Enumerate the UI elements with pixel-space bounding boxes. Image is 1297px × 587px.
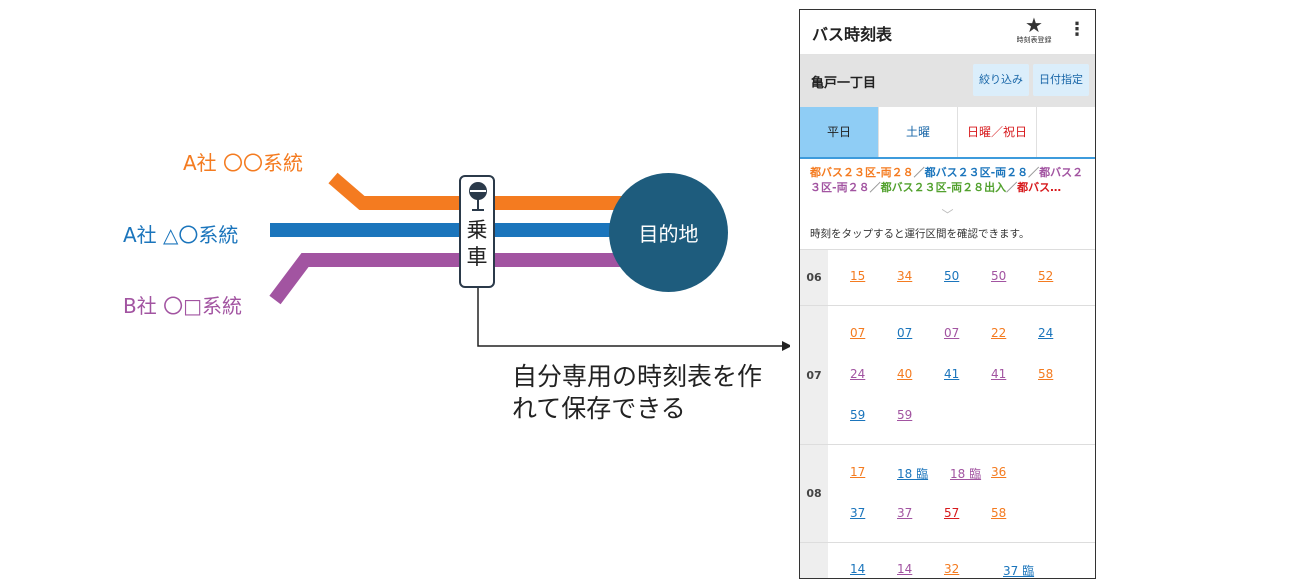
favorite-label: 時刻表登録 (1016, 36, 1052, 44)
arrow-head-icon (782, 341, 790, 351)
route-name: 都バス２３区-両２８出入 (880, 181, 1007, 194)
minutes-cell: 17 18 臨 18 臨 36 37 37 57 58 (828, 445, 1095, 542)
stop-bar: 亀戸一丁目 絞り込み 日付指定 (800, 55, 1095, 107)
departure-time[interactable]: 24 (1038, 326, 1054, 340)
filter-button[interactable]: 絞り込み (973, 64, 1029, 96)
route-name: ／ (869, 181, 881, 194)
destination-label: 目的地 (638, 222, 699, 246)
departure-time[interactable]: 37 臨 (1003, 564, 1035, 578)
departure-time[interactable]: 22 (991, 326, 1007, 340)
departure-time[interactable]: 32 (944, 562, 960, 576)
departure-time[interactable]: 34 (897, 269, 913, 283)
app-bar: バス時刻表 ★ 時刻表登録 ⋮ (800, 10, 1095, 55)
route-list[interactable]: 都バス２３区-両２８／都バス２３区-両２８／都バス２３区-両２８／都バス２３区-… (800, 159, 1095, 207)
route-name: 都バス２３区-両２８ (924, 166, 1029, 179)
chevron-down-icon[interactable]: ﹀ (941, 208, 954, 222)
timetable-row: 08 17 18 臨 18 臨 36 37 37 57 58 (800, 445, 1095, 543)
departure-time[interactable]: 14 (897, 562, 913, 576)
hour-label: 06 (800, 250, 828, 305)
minutes-cell: 15 34 50 50 52 (828, 250, 1095, 305)
route-name: ／ (1028, 166, 1040, 179)
timetable-row: 06 15 34 50 50 52 (800, 250, 1095, 306)
departure-time[interactable]: 50 (991, 269, 1007, 283)
route-name: 都バス２３区-両２８ (810, 166, 1084, 194)
departure-time[interactable]: 37 (897, 506, 913, 520)
favorite-button[interactable]: ★ 時刻表登録 (1014, 14, 1054, 45)
minutes-cell: 14 14 32 37 臨 (828, 543, 1095, 578)
departure-time[interactable]: 15 (850, 269, 866, 283)
departure-time[interactable]: 41 (991, 367, 1007, 381)
connector-line (477, 288, 784, 347)
hour-label: 07 (800, 306, 828, 444)
departure-time[interactable]: 17 (850, 465, 866, 479)
departure-time[interactable]: 07 (944, 326, 960, 340)
bus-stop-sign: 乗車 (459, 175, 495, 288)
route-name: ／ (913, 166, 925, 179)
timetable-row: 14 14 32 37 臨 (800, 543, 1095, 578)
app-title: バス時刻表 (812, 25, 893, 44)
timetable-row: 07 07 07 07 22 24 24 40 41 41 58 59 59 (800, 306, 1095, 445)
departure-time[interactable]: 37 (850, 506, 866, 520)
departure-time[interactable]: 59 (850, 408, 866, 422)
minutes-cell: 07 07 07 22 24 24 40 41 41 58 59 59 (828, 306, 1095, 444)
departure-time[interactable]: 40 (897, 367, 913, 381)
tab-holiday[interactable]: 日曜／祝日 (958, 107, 1037, 157)
feature-note: 自分専用の時刻表を作れて保存できる (512, 362, 763, 423)
date-button[interactable]: 日付指定 (1033, 64, 1089, 96)
route-lines (269, 172, 790, 351)
phone-screen: バス時刻表 ★ 時刻表登録 ⋮ 亀戸一丁目 絞り込み 日付指定 平日 土曜 日曜… (799, 9, 1096, 579)
day-tabs: 平日 土曜 日曜／祝日 (800, 107, 1095, 159)
bus-stop-icon (469, 182, 487, 211)
line-label-b-os: B社 〇□系統 (123, 294, 242, 318)
timetable: 06 15 34 50 50 52 07 07 07 07 22 24 24 40 41 41 58 59 59 08… (800, 250, 1095, 578)
destination-circle: 目的地 (609, 173, 728, 292)
hint-text: 時刻をタップすると運行区間を確認できます。 (800, 223, 1095, 250)
departure-time[interactable]: 52 (1038, 269, 1054, 283)
tab-saturday[interactable]: 土曜 (879, 107, 958, 157)
departure-time[interactable]: 36 (991, 465, 1007, 479)
departure-time[interactable]: 58 (991, 506, 1007, 520)
hour-label (800, 543, 828, 578)
departure-time[interactable]: 41 (944, 367, 960, 381)
hour-label: 08 (800, 445, 828, 542)
tab-weekday[interactable]: 平日 (800, 107, 879, 157)
departure-time[interactable]: 24 (850, 367, 866, 381)
stop-label: 乗車 (466, 218, 488, 269)
route-line-a-oo (328, 172, 630, 210)
departure-time[interactable]: 07 (850, 326, 866, 340)
departure-time[interactable]: 18 臨 (897, 467, 929, 481)
star-icon: ★ (1025, 13, 1043, 37)
line-label-a-to: A社 △〇系統 (123, 223, 239, 247)
departure-time[interactable]: 14 (850, 562, 866, 576)
departure-time[interactable]: 57 (944, 506, 960, 520)
departure-time[interactable]: 58 (1038, 367, 1054, 381)
route-name: 都バス… (1017, 181, 1062, 194)
departure-time[interactable]: 07 (897, 326, 913, 340)
route-name: 都バス２３区-両２８ (810, 166, 914, 179)
departure-time[interactable]: 50 (944, 269, 960, 283)
line-label-a-oo: A社 〇〇系統 (183, 151, 304, 175)
route-line-b-os (269, 253, 630, 305)
more-vert-icon[interactable]: ⋮ (1068, 19, 1086, 40)
stop-name: 亀戸一丁目 (811, 76, 877, 91)
departure-time[interactable]: 18 臨 (950, 467, 982, 481)
route-diagram: A社 〇〇系統 A社 △〇系統 B社 〇□系統 乗車 目的地 自分専用の時刻表を… (123, 151, 790, 423)
route-name: ／ (1006, 181, 1018, 194)
departure-time[interactable]: 59 (897, 408, 913, 422)
